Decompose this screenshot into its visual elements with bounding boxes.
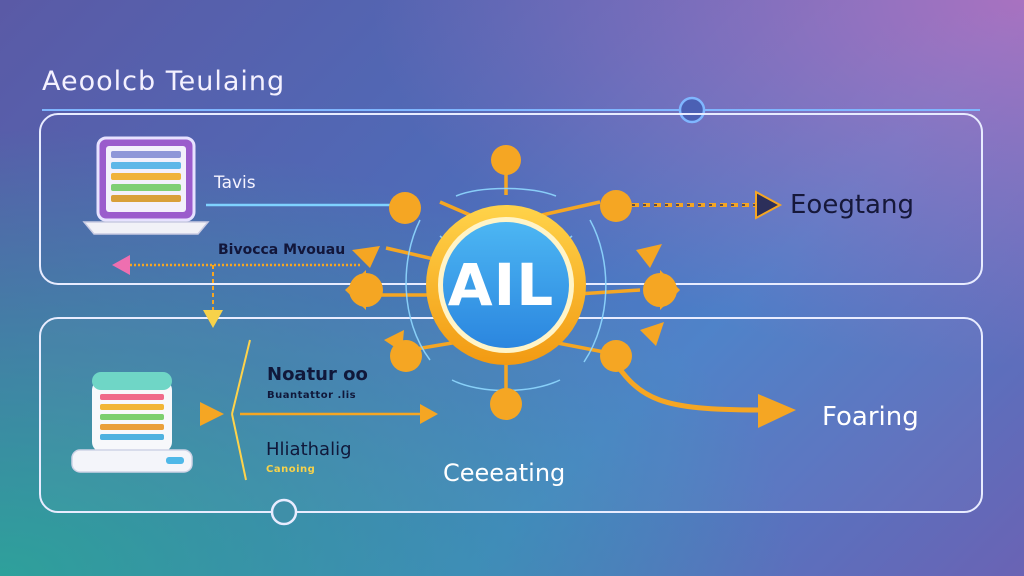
down-arrow [203,265,223,328]
hub-label: AIL [447,251,555,319]
label-bivocca: Bivocca Mvouau [218,242,346,258]
arrow-to-foaring [609,356,796,428]
label-tavis: Tavis [214,173,256,193]
fork-arrow-head [420,404,438,424]
database-icon [71,372,193,473]
bottom-node[interactable] [270,498,298,526]
hub-node-bottom [490,388,522,420]
hub-node-top [491,145,521,175]
hub-node-top-left [389,192,421,224]
hub-node-bottom-right [600,340,632,372]
diagram-title: Aeoolcb Teulaing [42,66,286,97]
hub-core[interactable] [443,222,569,348]
return-arrow [112,255,362,275]
hub-node-arrows [345,244,680,352]
label-noatur: Noatur oo [267,364,368,385]
label-noatur-sub: Buantattor .lis [267,390,357,401]
header-node[interactable] [678,96,706,124]
arrow-to-eoegtang [632,190,783,220]
label-ceeeating: Ceeeating [443,459,566,487]
fork-lines [231,339,420,481]
hub-node-top-right [600,190,632,222]
laptop-icon [82,136,210,235]
database-out-arrow [200,402,224,426]
label-foaring: Foaring [822,402,919,432]
label-hliathalig-sub: Canoing [266,464,316,475]
label-eoegtang: Eoegtang [790,190,914,220]
label-hliathalig: Hliathalig [266,439,352,460]
